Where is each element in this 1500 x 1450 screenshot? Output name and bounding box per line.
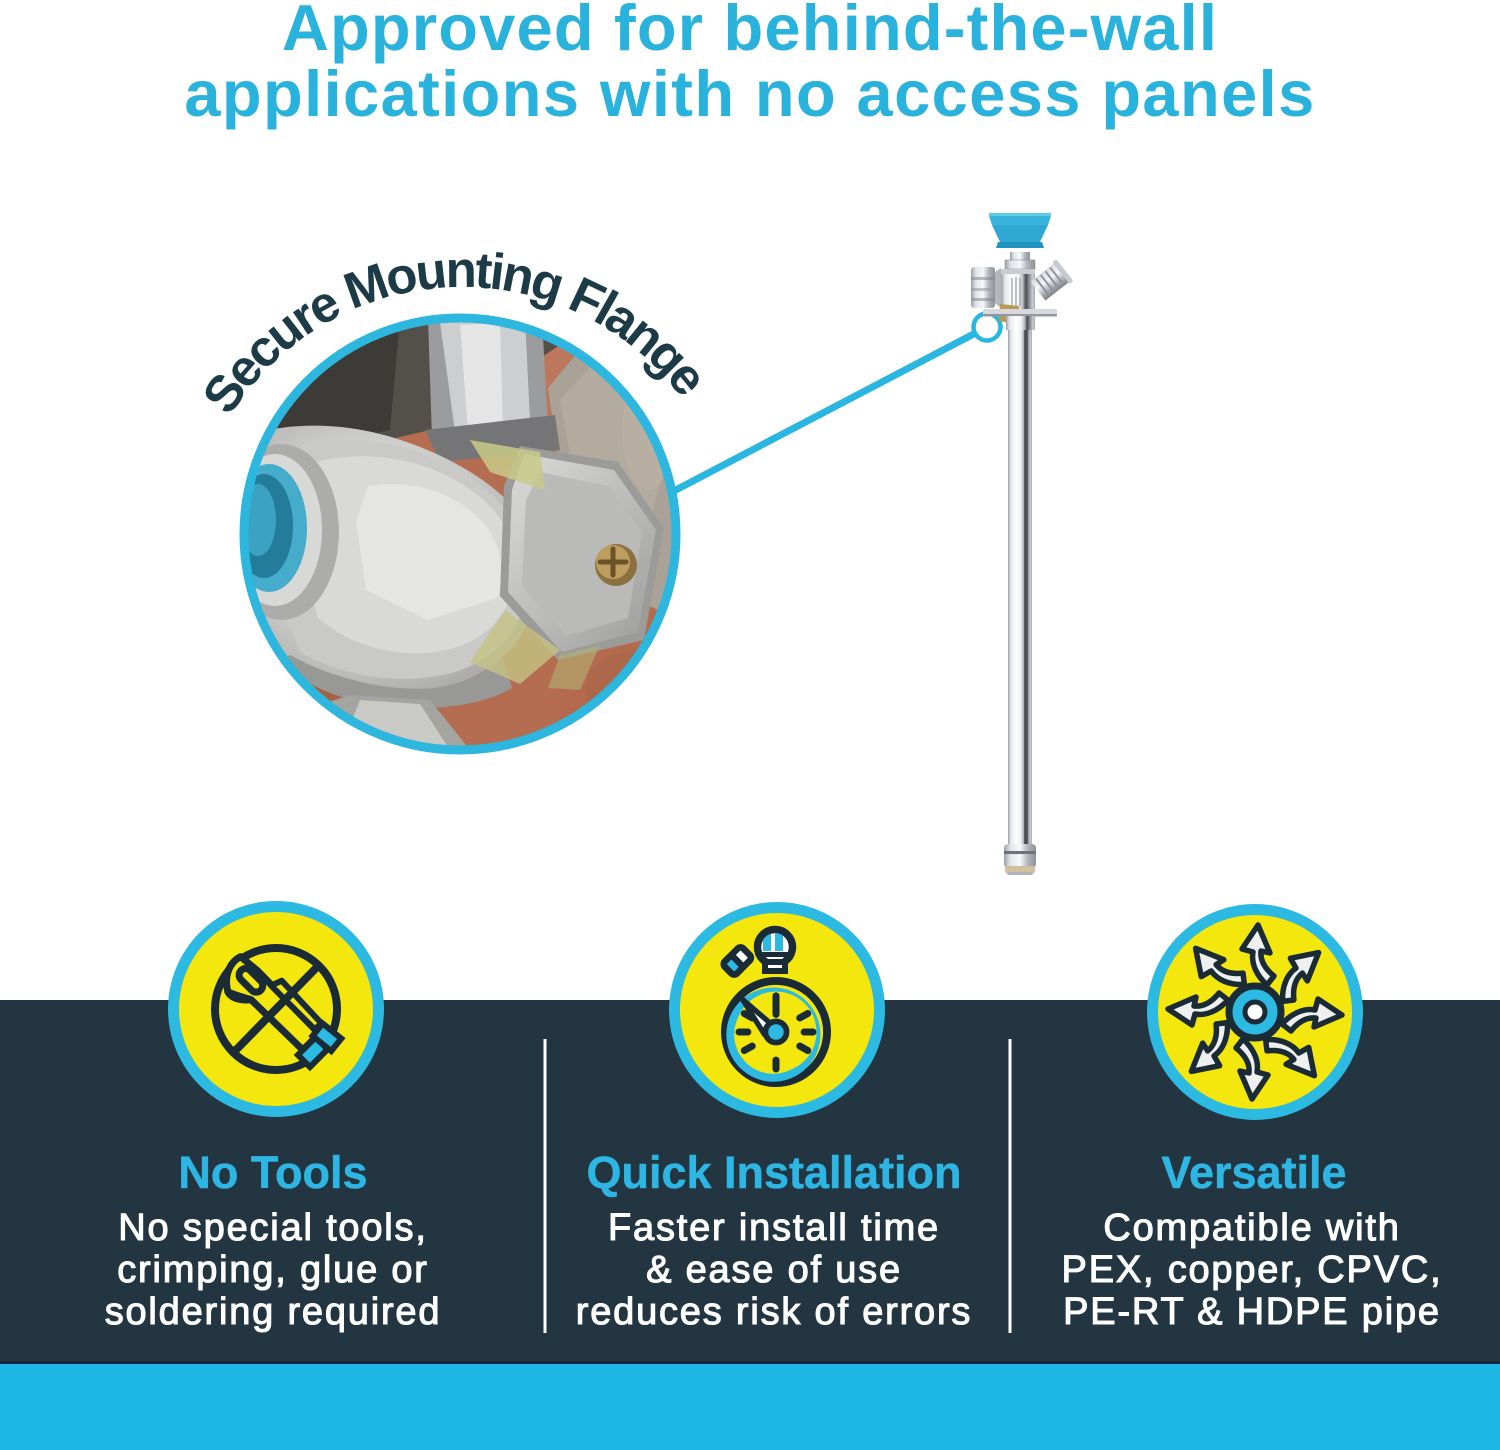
svg-text:No special tools,: No special tools, (118, 1207, 427, 1249)
svg-text:& ease of use: & ease of use (646, 1249, 902, 1291)
svg-text:PEX, copper, CPVC,: PEX, copper, CPVC, (1062, 1249, 1443, 1291)
svg-text:Versatile: Versatile (1161, 1147, 1346, 1198)
svg-text:soldering required: soldering required (105, 1291, 442, 1333)
svg-text:Quick Installation: Quick Installation (586, 1147, 961, 1198)
svg-text:applications with no access pa: applications with no access panels (184, 57, 1315, 130)
svg-text:reduces risk of errors: reduces risk of errors (576, 1291, 972, 1333)
svg-text:Compatible with: Compatible with (1103, 1207, 1400, 1249)
svg-text:Faster install time: Faster install time (608, 1207, 940, 1249)
svg-text:crimping, glue or: crimping, glue or (117, 1249, 429, 1291)
svg-text:PE-RT & HDPE pipe: PE-RT & HDPE pipe (1063, 1291, 1441, 1333)
svg-text:Approved for behind-the-wall: Approved for behind-the-wall (282, 0, 1218, 64)
svg-text:No Tools: No Tools (178, 1147, 367, 1198)
